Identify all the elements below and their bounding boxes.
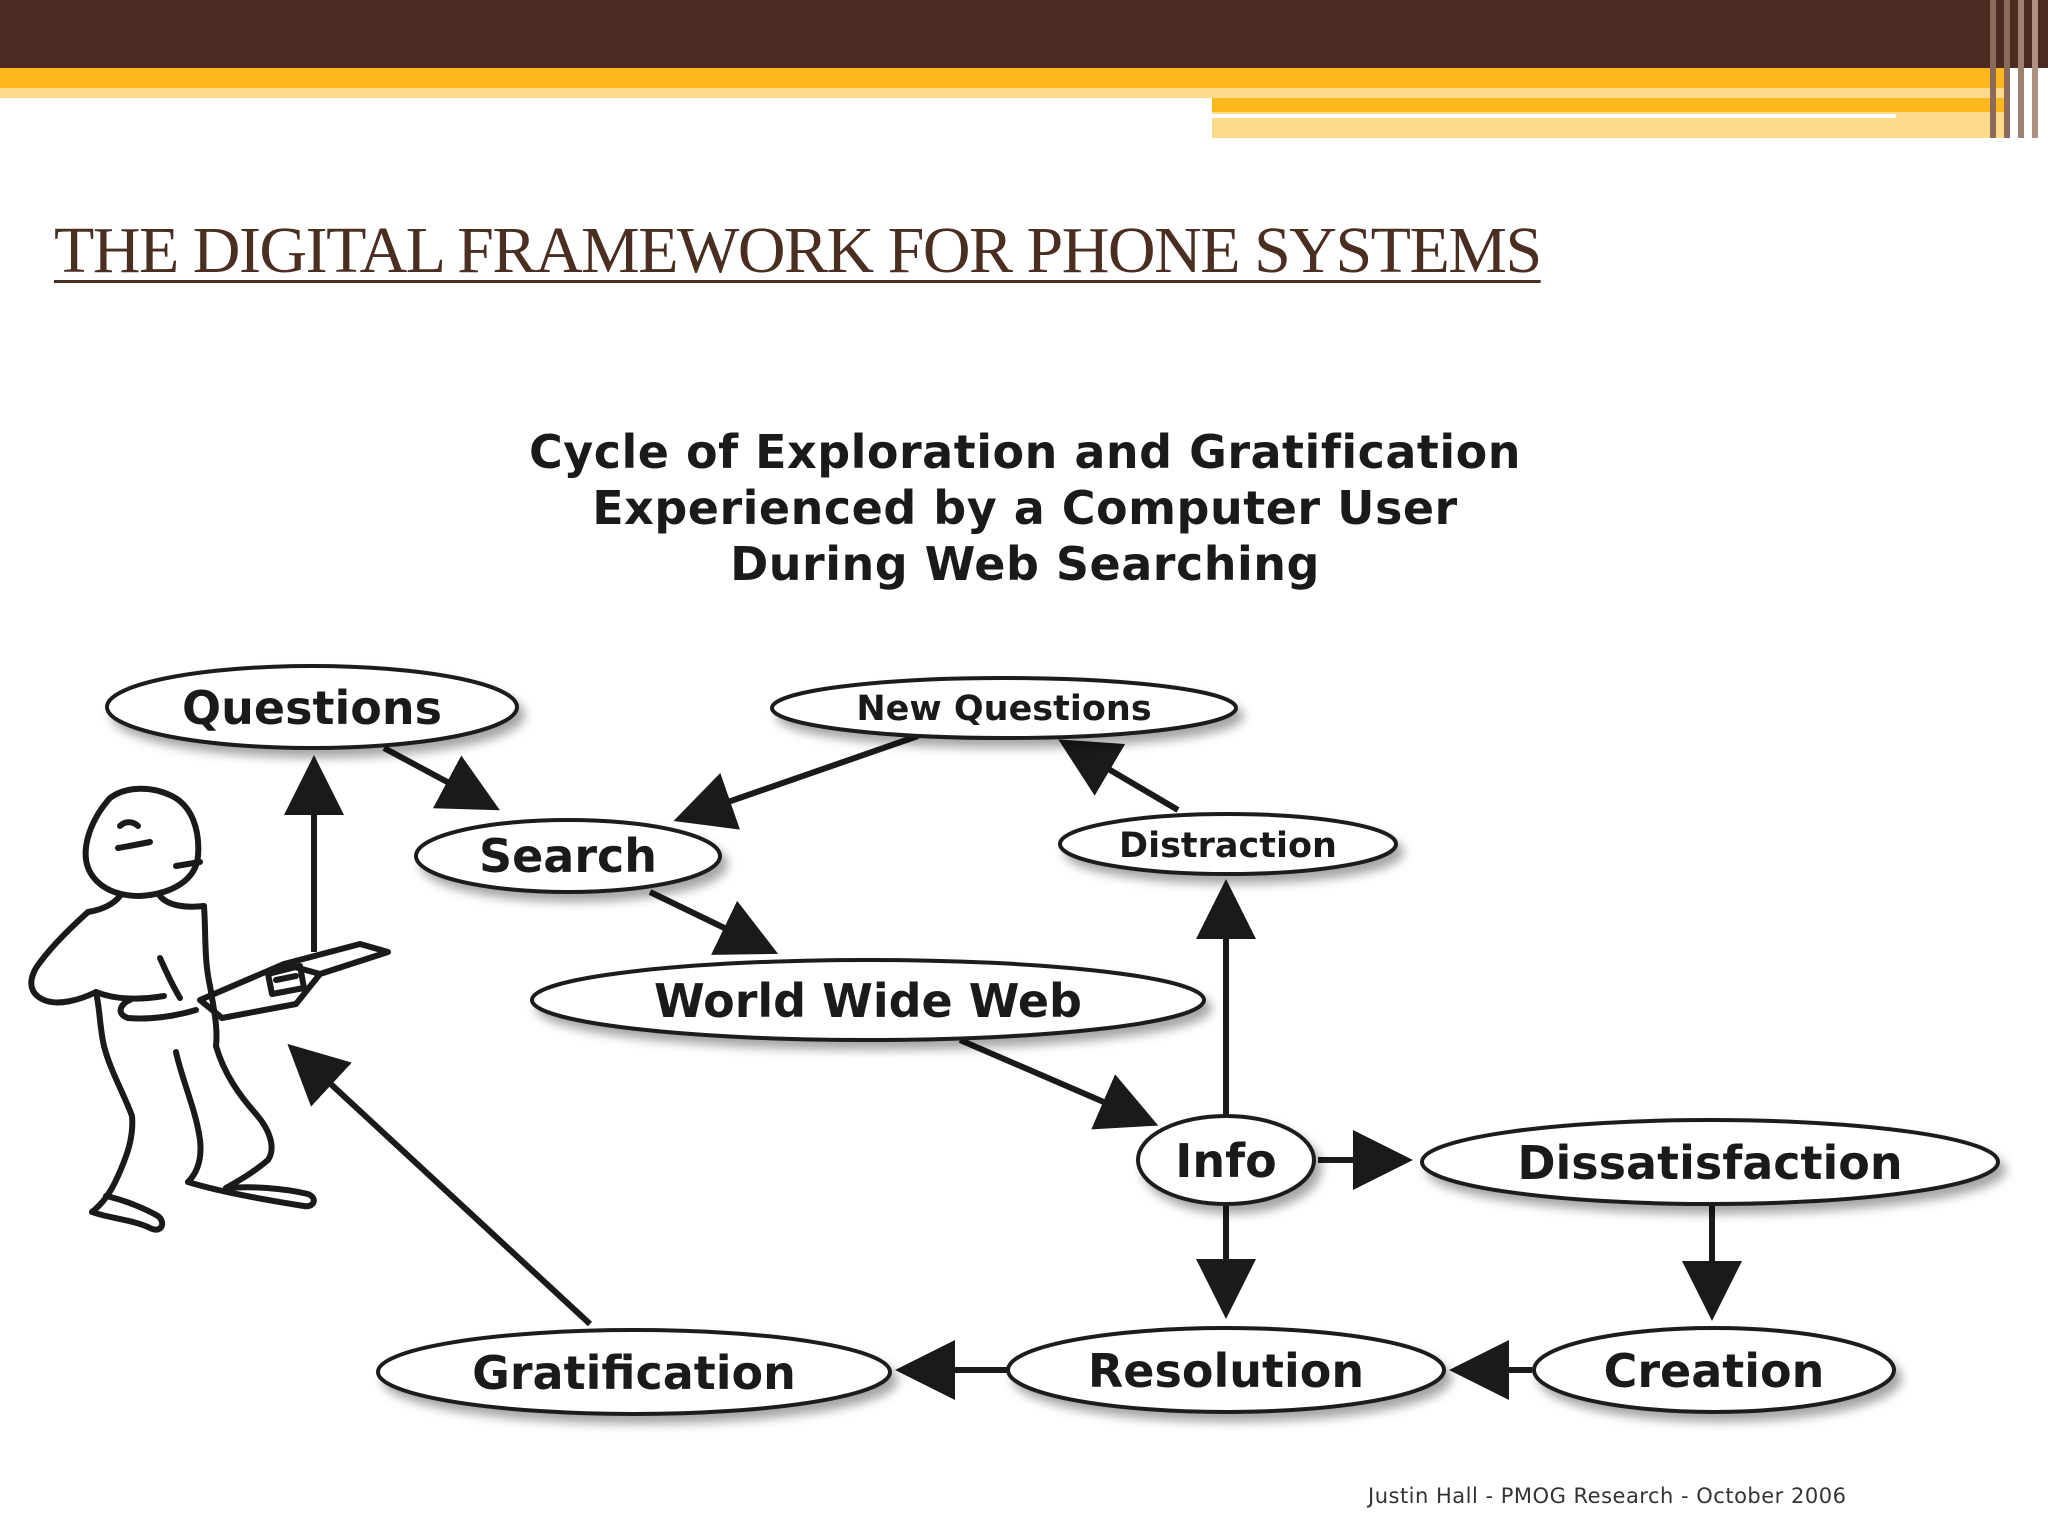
node-label-search: Search — [479, 829, 657, 883]
top-brown-bar — [0, 0, 2048, 68]
corner-bar-1 — [1990, 0, 1996, 138]
slide-title: THE DIGITAL FRAMEWORK FOR PHONE SYSTEMS — [54, 214, 1542, 287]
gold-stripe — [0, 68, 2010, 88]
node-resolution: Resolution — [1006, 1326, 1446, 1414]
arrow-new-questions-to-search — [673, 733, 919, 830]
credit-text: Justin Hall - PMOG Research - October 20… — [1368, 1484, 1847, 1508]
node-label-creation: Creation — [1604, 1344, 1825, 1398]
white-rule — [1212, 114, 1896, 118]
node-label-distraction: Distraction — [1119, 826, 1337, 866]
node-distraction: Distraction — [1058, 812, 1398, 876]
node-label-new-questions: New Questions — [856, 689, 1151, 729]
diagram-title-line-1: Cycle of Exploration and Gratification — [528, 425, 1522, 479]
corner-bar-4 — [2032, 0, 2038, 138]
node-label-resolution: Resolution — [1088, 1344, 1364, 1398]
corner-bar-2 — [2004, 0, 2010, 138]
node-world-wide-web: World Wide Web — [530, 958, 1206, 1042]
arrow-distraction-to-new-questions — [1058, 739, 1180, 813]
node-info: Info — [1136, 1114, 1316, 1206]
node-dissatisfaction: Dissatisfaction — [1420, 1118, 2000, 1206]
arrow-questions-to-search — [382, 745, 500, 811]
node-label-info: Info — [1175, 1134, 1276, 1188]
node-gratification: Gratification — [376, 1328, 892, 1416]
corner-bar-3 — [2018, 0, 2024, 138]
gold-stripe-right — [1212, 98, 2010, 112]
diagram-title-line-3: During Web Searching — [730, 537, 1320, 591]
node-label-gratification: Gratification — [472, 1346, 796, 1400]
arrow-gratification-to-person — [287, 1043, 593, 1327]
diagram-title: Cycle of Exploration and Gratification E… — [350, 424, 1700, 592]
arrow-www-to-info — [958, 1037, 1159, 1130]
node-new-questions: New Questions — [770, 676, 1238, 740]
node-search: Search — [414, 818, 722, 894]
arrow-search-to-www — [648, 889, 779, 955]
gold-stripe-light — [0, 88, 2010, 98]
node-label-questions: Questions — [182, 681, 442, 735]
node-label-world-wide-web: World Wide Web — [654, 974, 1082, 1028]
person-with-laptop-icon — [28, 785, 391, 1233]
node-questions: Questions — [105, 664, 519, 750]
node-creation: Creation — [1532, 1326, 1896, 1414]
diagram-title-line-2: Experienced by a Computer User — [592, 481, 1458, 535]
node-label-dissatisfaction: Dissatisfaction — [1517, 1136, 1902, 1190]
